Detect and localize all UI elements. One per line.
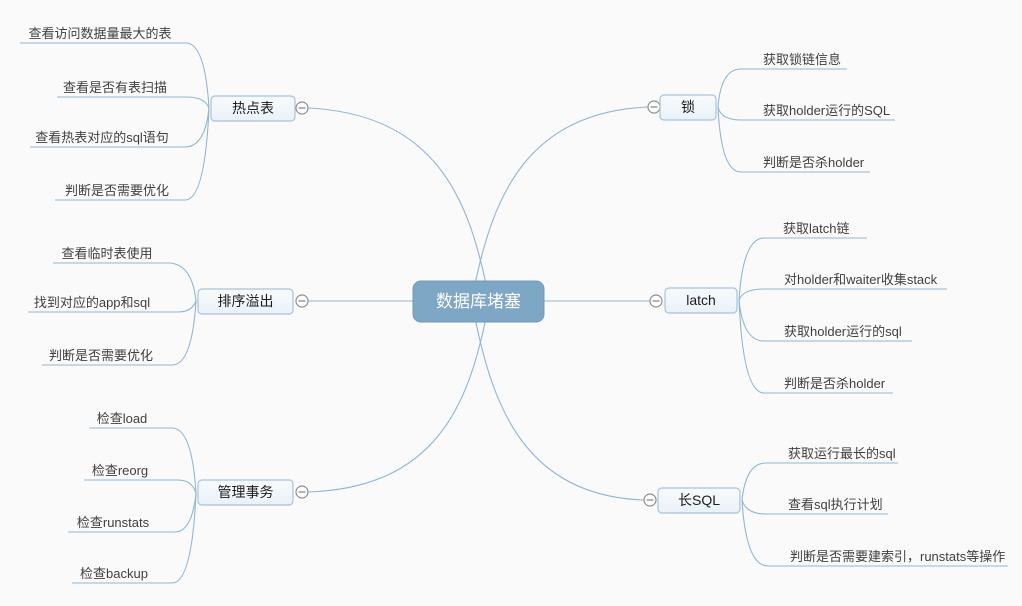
child-topic[interactable]: 判断是否需要建索引，runstats等操作 bbox=[790, 549, 1005, 564]
line-latch-child-3 bbox=[738, 299, 893, 394]
branch-box[interactable] bbox=[657, 487, 741, 514]
line-lock-child-2 bbox=[717, 106, 870, 173]
child-topic[interactable]: 查看是否有表扫描 bbox=[63, 80, 167, 95]
child-topic[interactable]: 检查runstats bbox=[77, 515, 150, 530]
branch-node-latch[interactable]: latch bbox=[664, 287, 738, 314]
root-node[interactable]: 数据库堵塞 bbox=[412, 280, 545, 323]
root-box[interactable] bbox=[412, 280, 545, 323]
collapse-toggle-lock[interactable] bbox=[647, 100, 661, 114]
child-topic[interactable]: 判断是否杀holder bbox=[763, 155, 865, 170]
child-topic[interactable]: 对holder和waiter收集stack bbox=[784, 272, 938, 287]
collapse-toggle-latch[interactable] bbox=[649, 294, 663, 308]
child-topic[interactable]: 获取holder运行的SQL bbox=[763, 103, 890, 118]
branch-label: 长SQL bbox=[678, 492, 720, 508]
branch-label: latch bbox=[686, 292, 716, 308]
branch-node-long-sql[interactable]: 长SQL bbox=[657, 487, 741, 514]
line-admin-tasks-child-0 bbox=[89, 427, 197, 494]
branch-label: 热点表 bbox=[232, 100, 274, 116]
line-long-sql-child-0 bbox=[741, 462, 898, 501]
connector-root-long-sql bbox=[474, 317, 645, 501]
child-topic[interactable]: 获取运行最长的sql bbox=[788, 446, 896, 461]
line-admin-tasks-child-3 bbox=[72, 492, 197, 584]
line-sort-overflow-child-1 bbox=[28, 300, 197, 313]
child-topic[interactable]: 获取锁链信息 bbox=[763, 52, 841, 67]
child-topic[interactable]: 查看热表对应的sql语句 bbox=[35, 130, 169, 145]
child-topic[interactable]: 获取latch链 bbox=[783, 221, 849, 236]
branch-label: 锁 bbox=[681, 99, 695, 115]
branch-box[interactable] bbox=[197, 479, 294, 506]
line-admin-tasks-child-2 bbox=[68, 492, 197, 533]
line-hot-table-child-0 bbox=[20, 42, 210, 109]
child-topic[interactable]: 查看sql执行计划 bbox=[788, 497, 883, 512]
child-topic[interactable]: 判断是否需要优化 bbox=[49, 348, 153, 363]
line-latch-child-1 bbox=[738, 288, 947, 301]
connector-root-hot-table bbox=[307, 107, 487, 285]
branch-label: 管理事务 bbox=[218, 484, 274, 500]
child-topic[interactable]: 检查load bbox=[97, 411, 148, 426]
line-sort-overflow-child-0 bbox=[53, 262, 197, 302]
collapse-toggle-long-sql[interactable] bbox=[643, 493, 657, 507]
connector-root-admin-tasks bbox=[307, 317, 487, 493]
child-topic[interactable]: 判断是否杀holder bbox=[784, 376, 886, 391]
line-hot-table-child-3 bbox=[55, 107, 210, 201]
line-long-sql-child-1 bbox=[741, 499, 888, 515]
line-latch-child-2 bbox=[738, 299, 912, 342]
line-long-sql-child-2 bbox=[741, 499, 1008, 567]
child-topic[interactable]: 获取holder运行的sql bbox=[784, 324, 902, 339]
line-hot-table-child-1 bbox=[57, 96, 210, 109]
branch-node-sort-overflow[interactable]: 排序溢出 bbox=[197, 288, 294, 315]
branch-node-hot-table[interactable]: 热点表 bbox=[210, 95, 296, 122]
branch-box[interactable] bbox=[659, 94, 717, 121]
line-sort-overflow-child-2 bbox=[42, 300, 197, 366]
root-label: 数据库堵塞 bbox=[436, 292, 521, 311]
line-lock-child-1 bbox=[717, 106, 895, 121]
collapse-toggle-sort-overflow[interactable] bbox=[295, 294, 309, 308]
line-lock-child-0 bbox=[717, 68, 847, 108]
child-topic[interactable]: 检查backup bbox=[80, 566, 148, 581]
line-latch-child-0 bbox=[738, 237, 867, 301]
child-topic[interactable]: 检查reorg bbox=[92, 463, 148, 478]
branch-box[interactable] bbox=[664, 287, 738, 314]
branch-box[interactable] bbox=[197, 288, 294, 315]
line-hot-table-child-2 bbox=[30, 107, 210, 148]
collapse-toggle-admin-tasks[interactable] bbox=[295, 485, 309, 499]
branch-box[interactable] bbox=[210, 95, 296, 122]
connector-root-lock bbox=[474, 106, 649, 285]
branch-node-lock[interactable]: 锁 bbox=[659, 94, 717, 121]
collapse-toggle-hot-table[interactable] bbox=[295, 101, 309, 115]
line-admin-tasks-child-1 bbox=[84, 479, 197, 494]
branch-node-admin-tasks[interactable]: 管理事务 bbox=[197, 479, 294, 506]
child-topic[interactable]: 判断是否需要优化 bbox=[65, 183, 169, 198]
child-topic[interactable]: 找到对应的app和sql bbox=[34, 295, 150, 310]
child-topic[interactable]: 查看访问数据量最大的表 bbox=[28, 26, 171, 41]
child-topic[interactable]: 查看临时表使用 bbox=[61, 246, 152, 261]
branch-label: 排序溢出 bbox=[218, 293, 274, 309]
